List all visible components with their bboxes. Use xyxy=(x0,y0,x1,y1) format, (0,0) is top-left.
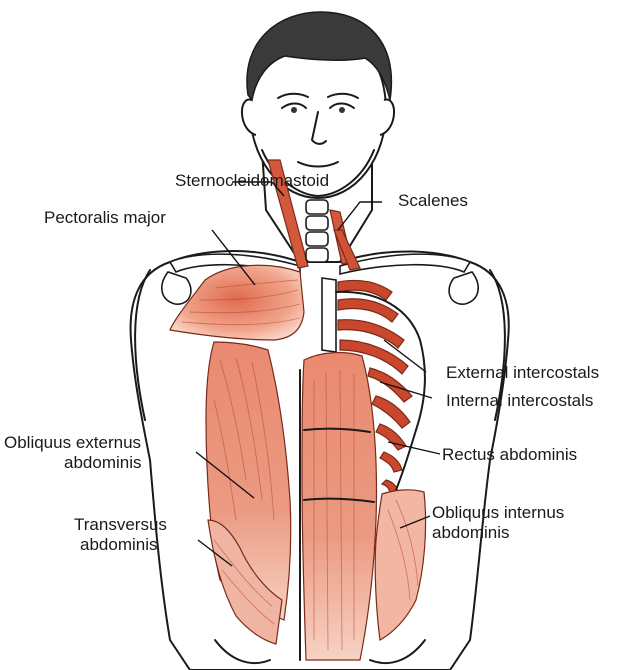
label-pectoralis-major: Pectoralis major xyxy=(44,208,166,227)
label-transversus-line2: abdominis xyxy=(80,535,158,554)
label-obliquus-externus-line2: abdominis xyxy=(64,453,142,472)
label-sternocleidomastoid: Sternocleidomastoid xyxy=(175,171,329,190)
label-internal-intercostals: Internal intercostals xyxy=(446,391,593,410)
label-scalenes: Scalenes xyxy=(398,191,468,210)
label-external-intercostals: External intercostals xyxy=(446,363,599,382)
label-obliquus-externus-line1: Obliquus externus xyxy=(4,433,141,452)
label-rectus-abdominis: Rectus abdominis xyxy=(442,445,577,464)
rectus-abdominis-muscle xyxy=(302,353,376,660)
label-obliquus-internus-line2: abdominis xyxy=(432,523,510,542)
label-obliquus-internus-line1: Obliquus internus xyxy=(432,503,564,522)
label-transversus-line1: Transversus xyxy=(74,515,167,534)
